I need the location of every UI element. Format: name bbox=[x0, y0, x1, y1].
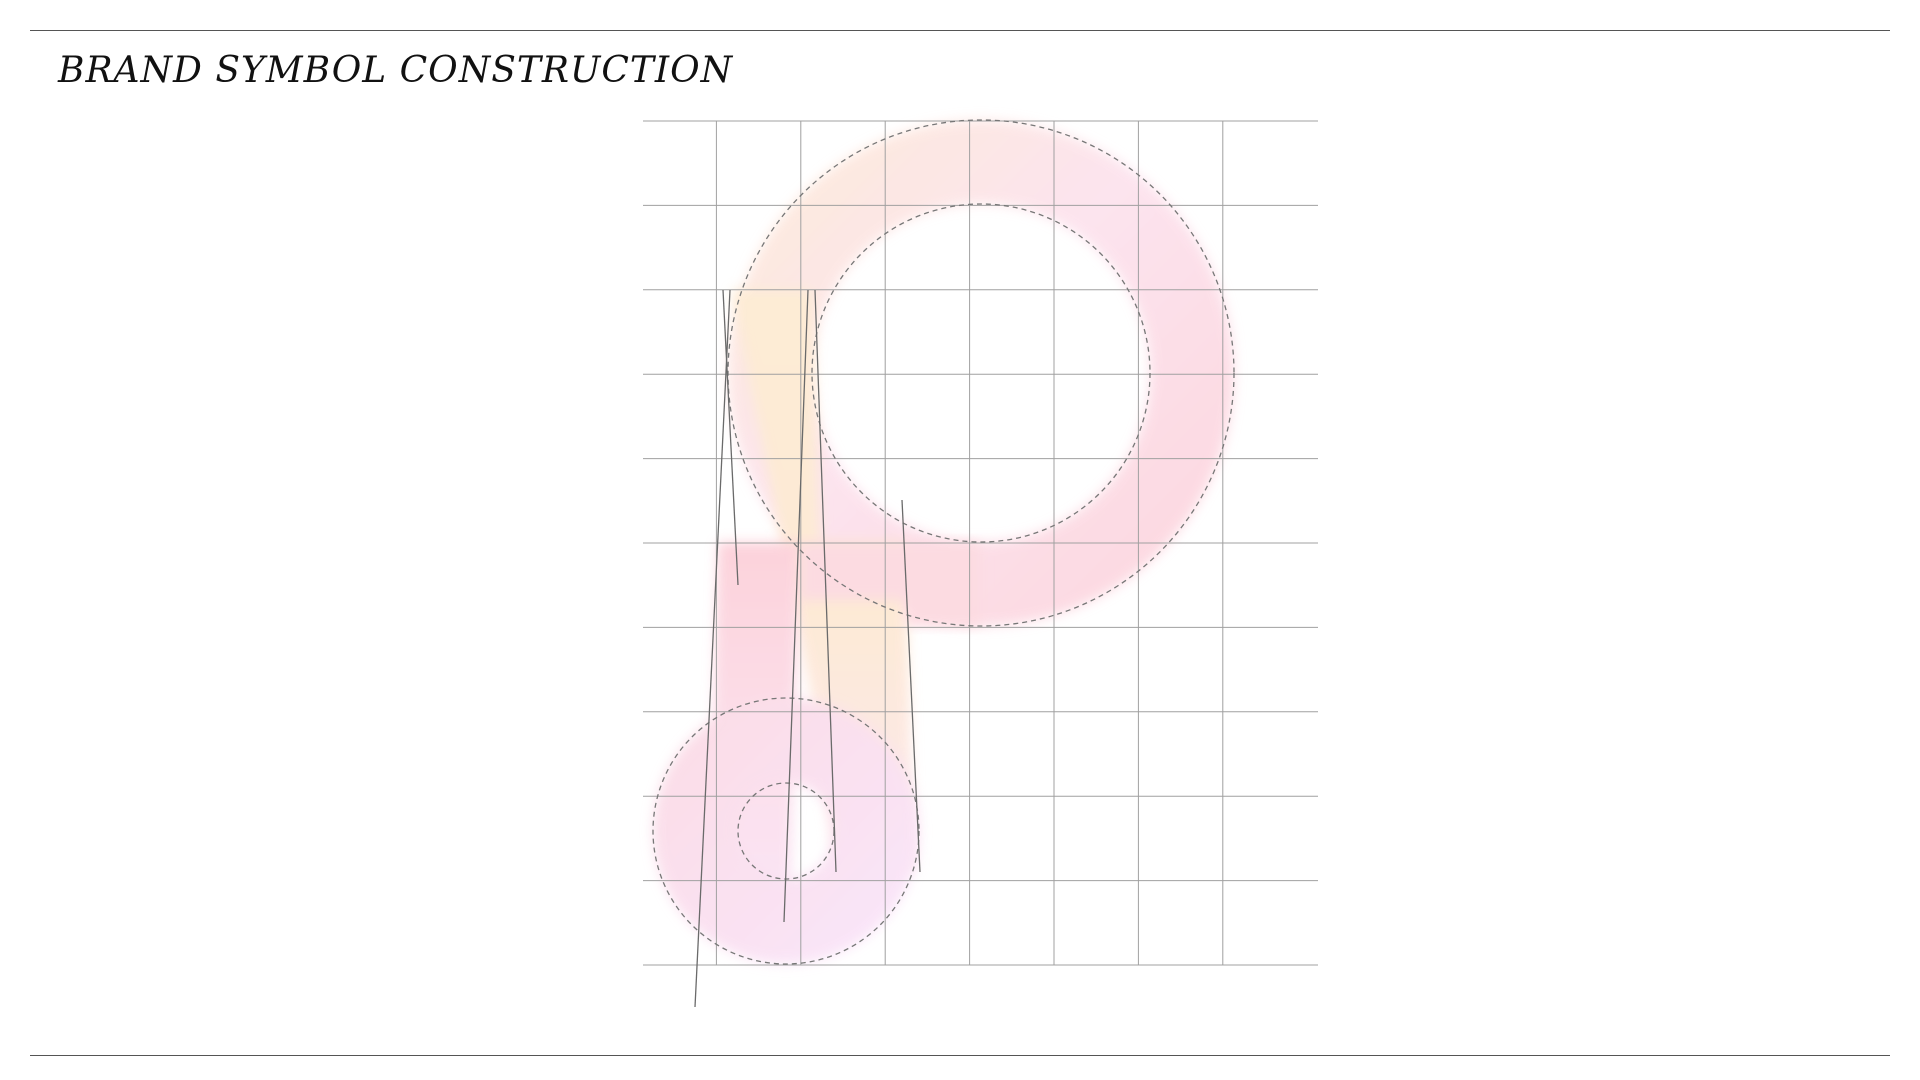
join-band-shape bbox=[718, 542, 980, 626]
bowl-ring-shape bbox=[728, 120, 1234, 626]
construction-circles bbox=[652, 119, 1235, 965]
symbol-fill bbox=[653, 120, 1234, 964]
guide-line bbox=[814, 289, 837, 873]
bowl-outer-circle bbox=[727, 119, 1235, 627]
guide-line bbox=[722, 289, 739, 586]
page-title: BRAND SYMBOL CONSTRUCTION bbox=[58, 50, 734, 91]
loop-outer-circle bbox=[652, 697, 920, 965]
bowl-inner-circle bbox=[811, 203, 1151, 543]
guide-line bbox=[783, 289, 809, 923]
guide-line bbox=[901, 499, 921, 873]
loop-ring-shape bbox=[653, 698, 919, 964]
construction-grid bbox=[643, 120, 1318, 966]
top-rule bbox=[30, 30, 1890, 31]
construction-lines bbox=[694, 289, 921, 1008]
guide-line bbox=[694, 289, 731, 1008]
bottom-rule bbox=[30, 1055, 1890, 1056]
